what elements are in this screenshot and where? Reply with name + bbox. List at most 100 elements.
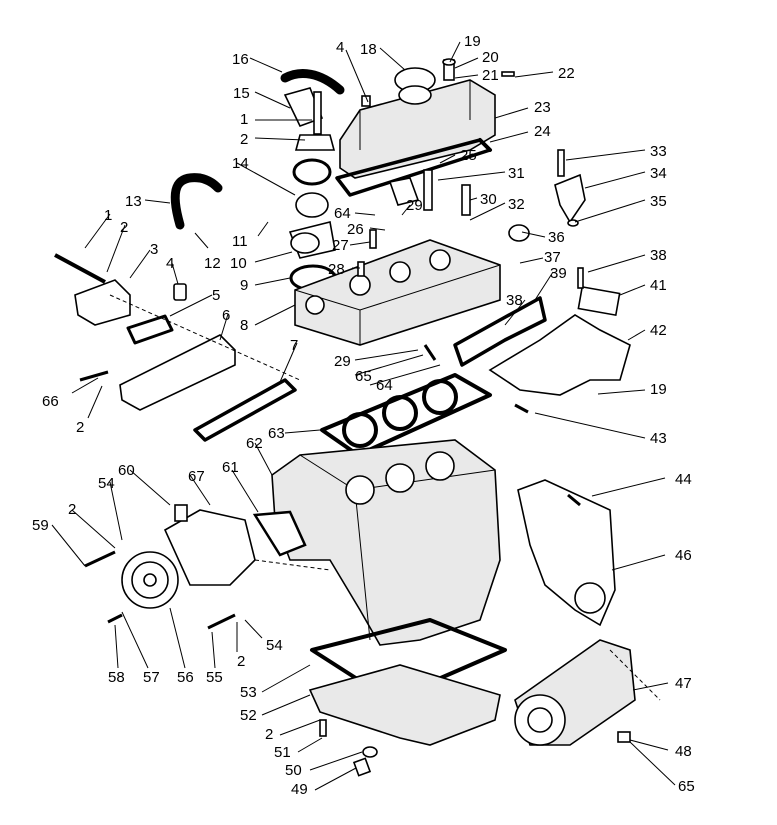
bracket-29 <box>388 177 420 206</box>
callout-28: 28 <box>328 261 345 278</box>
callout-25: 25 <box>460 147 477 164</box>
callout-62: 62 <box>246 435 263 452</box>
callout-65: 65 <box>355 368 372 385</box>
callout-14: 14 <box>232 155 249 172</box>
callout-24: 24 <box>534 123 551 140</box>
bolt-44 <box>567 493 581 507</box>
stud-38 <box>577 267 584 289</box>
callout-13: 13 <box>125 193 142 210</box>
callout-32: 32 <box>508 196 525 213</box>
callout-65: 65 <box>678 778 695 795</box>
callout-23: 23 <box>534 99 551 116</box>
callout-46: 46 <box>675 547 692 564</box>
callout-36: 36 <box>548 229 565 246</box>
callout-51: 51 <box>274 744 291 761</box>
callout-56: 56 <box>177 669 194 686</box>
fitting-60 <box>174 504 188 522</box>
callout-60: 60 <box>118 462 135 479</box>
callout-16: 16 <box>232 51 249 68</box>
bolt-30 <box>461 184 471 216</box>
drain-plug-49 <box>352 757 372 777</box>
callout-61: 61 <box>222 459 239 476</box>
manifold-42 <box>488 314 631 396</box>
callout-11: 11 <box>232 233 248 250</box>
callout-48: 48 <box>675 743 692 760</box>
stud-31 <box>423 169 433 211</box>
callout-34: 34 <box>650 165 667 182</box>
hose-16 <box>280 69 345 95</box>
callout-67: 67 <box>188 468 205 485</box>
callout-2: 2 <box>237 653 245 670</box>
gasket-5 <box>126 314 174 345</box>
callout-18: 18 <box>360 41 377 58</box>
leader-lines <box>51 41 676 791</box>
callout-8: 8 <box>240 317 248 334</box>
callout-39: 39 <box>550 265 567 282</box>
washer-35 <box>567 219 579 227</box>
engine-block <box>271 439 501 646</box>
callout-7: 7 <box>290 337 298 354</box>
callout-31: 31 <box>508 165 525 182</box>
callout-47: 47 <box>675 675 692 692</box>
hose-13 <box>170 173 223 230</box>
valve-cover-23 <box>339 79 496 179</box>
cover-flange <box>294 134 336 151</box>
bolt-1b <box>54 253 106 284</box>
callout-38: 38 <box>650 247 667 264</box>
callout-2: 2 <box>68 501 76 518</box>
callout-53: 53 <box>240 684 257 701</box>
housing-3 <box>74 279 131 326</box>
callout-29: 29 <box>334 353 351 370</box>
gasket-39 <box>453 296 547 367</box>
callout-59: 59 <box>32 517 49 534</box>
callout-1: 1 <box>104 207 112 224</box>
callout-21: 21 <box>482 67 499 84</box>
callout-12: 12 <box>204 255 221 272</box>
plug-4b <box>173 283 187 301</box>
callout-1: 1 <box>240 111 248 128</box>
bolt-58 <box>107 613 123 624</box>
pipe-6 <box>119 334 236 411</box>
callout-42: 42 <box>650 322 667 339</box>
injector-34 <box>554 173 586 224</box>
callout-4: 4 <box>166 255 174 272</box>
gasket-61 <box>252 510 307 557</box>
cap-19 <box>442 58 456 66</box>
callout-2: 2 <box>76 419 84 436</box>
callout-52: 52 <box>240 707 257 724</box>
callout-20: 20 <box>482 49 499 66</box>
callout-33: 33 <box>650 143 667 160</box>
pin-22 <box>501 71 515 77</box>
callout-6: 6 <box>222 307 230 324</box>
bolt-55 <box>207 613 236 630</box>
oil-pan-52 <box>308 664 501 746</box>
callout-labels: 16 4 18 19 20 21 22 15 1 2 23 24 25 14 3… <box>32 33 695 798</box>
gasket-7 <box>193 378 297 442</box>
callout-9: 9 <box>240 277 248 294</box>
callout-43: 43 <box>650 430 667 447</box>
cylinder-head-8 <box>294 239 501 346</box>
callout-10: 10 <box>230 255 247 272</box>
callout-22: 22 <box>558 65 575 82</box>
bolt-65 <box>423 344 437 361</box>
gasket-14 <box>292 158 332 186</box>
bolt-59 <box>84 550 116 568</box>
callout-27: 27 <box>332 237 349 254</box>
head-gasket-63 <box>320 373 492 457</box>
callout-63: 63 <box>268 425 285 442</box>
bolt-43 <box>514 403 529 414</box>
callout-38: 38 <box>506 292 523 309</box>
parts-artwork <box>54 58 661 777</box>
callout-30: 30 <box>480 191 497 208</box>
pin-28 <box>357 261 365 277</box>
callout-5: 5 <box>212 287 220 304</box>
plug-36 <box>508 224 530 242</box>
callout-50: 50 <box>285 762 302 779</box>
callout-3: 3 <box>150 241 158 258</box>
callout-19: 19 <box>464 33 481 50</box>
callout-15: 15 <box>233 85 250 102</box>
callout-26: 26 <box>347 221 364 238</box>
bolt-66 <box>79 370 109 382</box>
